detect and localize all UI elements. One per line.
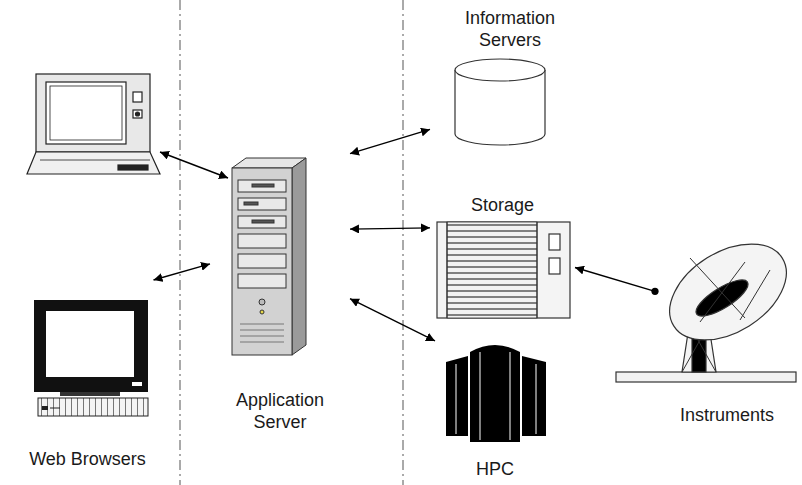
laptop-arrow xyxy=(160,152,228,178)
storage-node: Storage xyxy=(430,192,575,320)
label-stack: Web Browsers xyxy=(8,448,168,470)
label-stack: Application Server xyxy=(221,389,339,433)
connector-arrow xyxy=(350,129,430,153)
node-label: Storage xyxy=(433,194,573,216)
storage-cabinet-icon xyxy=(437,222,570,318)
label-stack: Storage xyxy=(433,194,573,216)
node-label: HPC xyxy=(440,458,550,480)
label-stack: Instruments xyxy=(657,404,797,426)
instrument-node: Instruments xyxy=(655,255,799,428)
connector-arrow xyxy=(350,228,430,229)
supercomputer-icon xyxy=(446,345,546,442)
connector-arrow xyxy=(575,268,655,292)
monitor-icon xyxy=(34,300,148,416)
hpc-node: HPC xyxy=(435,338,555,482)
connector-arrow xyxy=(350,299,435,341)
label-stack: Information Servers xyxy=(450,7,570,51)
label-stack: HPC xyxy=(440,458,550,480)
node-label: Web Browsers xyxy=(8,448,168,470)
node-label: Application Server xyxy=(221,389,339,433)
node-label: Information Servers xyxy=(450,7,570,51)
separator-line xyxy=(403,0,404,485)
radio-dish-icon xyxy=(616,224,802,382)
database-node: Information Servers xyxy=(430,5,590,148)
database-cylinder-icon xyxy=(455,59,545,145)
separator-line xyxy=(180,0,181,485)
server-node: Application Server xyxy=(210,145,350,435)
node-label: Instruments xyxy=(657,404,797,426)
server-tower-icon xyxy=(232,158,306,355)
connector-arrow xyxy=(154,264,211,280)
laptop-icon xyxy=(27,74,160,174)
browser-node: Web Browsers xyxy=(5,280,170,472)
